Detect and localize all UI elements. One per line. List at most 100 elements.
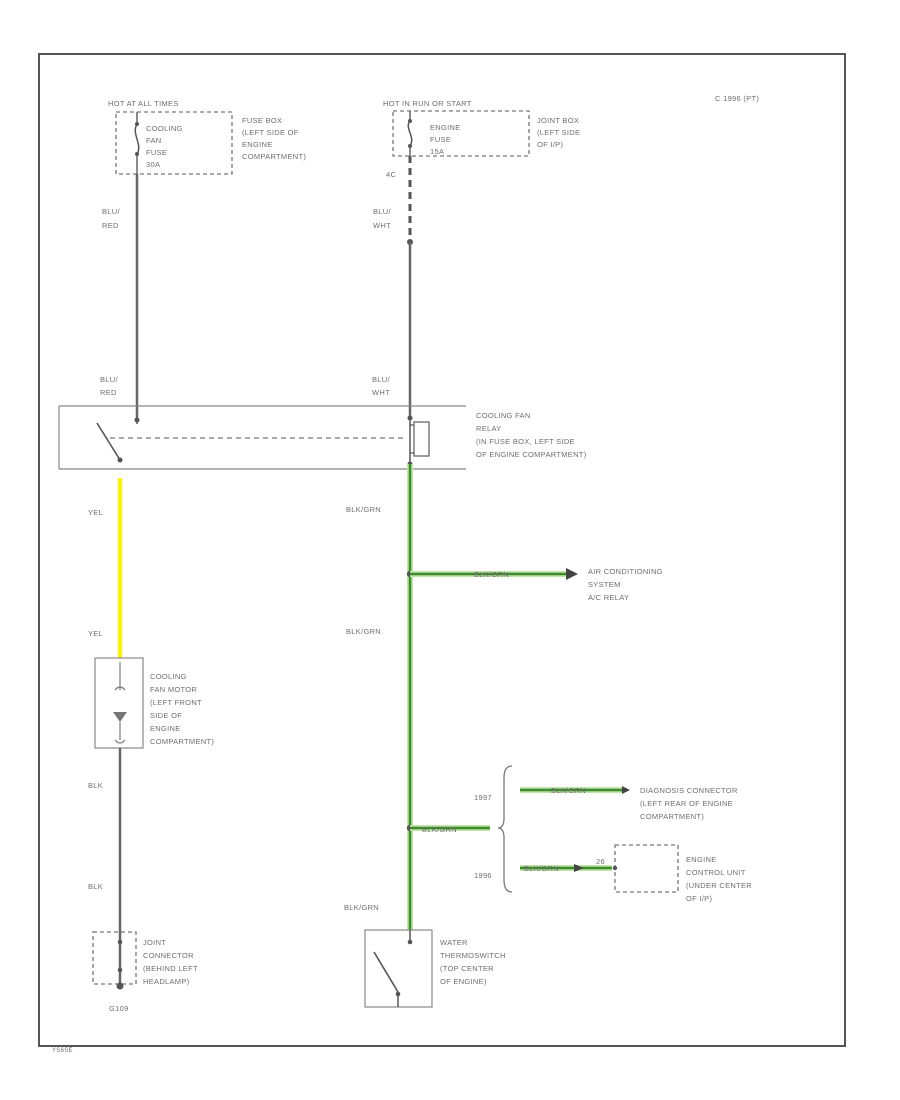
- wire-label-blk-1: BLK: [88, 781, 103, 790]
- joint-connector-pin-top: [117, 939, 123, 945]
- svg-text:ENGINE: ENGINE: [242, 140, 273, 149]
- svg-text:A/C RELAY: A/C RELAY: [588, 593, 629, 602]
- joint-box-location-text: JOINT BOX (LEFT SIDE OF I/P): [537, 116, 580, 149]
- ground-label: G109: [109, 1004, 129, 1013]
- ac-relay-label: AIR CONDITIONING SYSTEM A/C RELAY: [588, 567, 663, 602]
- wire-label-blu-red-relay: BLU/: [100, 375, 118, 384]
- diag-connector-label: DIAGNOSIS CONNECTOR (LEFT REAR OF ENGINE…: [640, 786, 738, 821]
- copyright-code: C 1996 (PT): [715, 94, 759, 103]
- svg-text:THERMOSWITCH: THERMOSWITCH: [440, 951, 506, 960]
- svg-text:OF I/P): OF I/P): [686, 894, 712, 903]
- wire-label-blk-grn-3: BLK/GRN: [344, 903, 379, 912]
- relay-label: COOLING FAN RELAY (IN FUSE BOX, LEFT SID…: [476, 411, 587, 459]
- year-label-1996: 1996: [474, 871, 492, 880]
- relay-coil: [407, 415, 430, 467]
- svg-text:OF ENGINE): OF ENGINE): [440, 977, 487, 986]
- fan-motor-label: COOLING FAN MOTOR (LEFT FRONT SIDE OF EN…: [150, 672, 214, 746]
- left-hot-label: HOT AT ALL TIMES: [108, 99, 179, 108]
- svg-text:FUSE: FUSE: [430, 135, 451, 144]
- engine-fuse-text: ENGINE FUSE 15A: [430, 123, 461, 156]
- figure-ref: YS6SE: [52, 1048, 73, 1054]
- wire-label-yel-1: YEL: [88, 508, 103, 517]
- wire-label-blk-grn-ecu: BLK/GRN: [524, 864, 559, 873]
- svg-text:(UNDER CENTER: (UNDER CENTER: [686, 881, 752, 890]
- wire-label-blk-grn-1: BLK/GRN: [346, 505, 381, 514]
- svg-text:WATER: WATER: [440, 938, 468, 947]
- relay-box: [58, 405, 466, 470]
- wire-label-blk-2: BLK: [88, 882, 103, 891]
- arrow-ac-relay: [566, 568, 578, 580]
- arrow-ecu: [574, 864, 584, 872]
- engine-fuse-box: [392, 110, 530, 157]
- svg-text:DIAGNOSIS CONNECTOR: DIAGNOSIS CONNECTOR: [640, 786, 738, 795]
- svg-text:FUSE: FUSE: [146, 148, 167, 157]
- cooling-fan-fuse-box: [115, 111, 233, 175]
- svg-text:CONNECTOR: CONNECTOR: [143, 951, 194, 960]
- svg-text:COOLING FAN: COOLING FAN: [476, 411, 531, 420]
- svg-text:ENGINE: ENGINE: [686, 855, 717, 864]
- wire-label-blu-wht-relay: BLU/: [372, 375, 390, 384]
- svg-text:(BEHIND LEFT: (BEHIND LEFT: [143, 964, 198, 973]
- svg-text:SYSTEM: SYSTEM: [588, 580, 621, 589]
- fuse-symbol-right: [407, 111, 413, 156]
- wire-label-blu-red-relay-2: RED: [100, 388, 117, 397]
- svg-text:JOINT: JOINT: [143, 938, 166, 947]
- svg-text:COMPARTMENT): COMPARTMENT): [242, 152, 306, 161]
- svg-text:(LEFT SIDE: (LEFT SIDE: [537, 128, 580, 137]
- svg-text:(IN FUSE BOX, LEFT SIDE: (IN FUSE BOX, LEFT SIDE: [476, 437, 575, 446]
- wire-label-blu-wht-top: BLU/: [373, 207, 391, 216]
- wire-label-blk-grn-split: BLK/GRN: [422, 825, 457, 834]
- svg-text:SIDE OF: SIDE OF: [150, 711, 182, 720]
- svg-text:JOINT BOX: JOINT BOX: [537, 116, 579, 125]
- svg-text:COOLING: COOLING: [150, 672, 187, 681]
- ecu-label: ENGINE CONTROL UNIT (UNDER CENTER OF I/P…: [686, 855, 752, 903]
- joint-connector-label: JOINT CONNECTOR (BEHIND LEFT HEADLAMP): [143, 938, 198, 986]
- svg-text:FUSE BOX: FUSE BOX: [242, 116, 282, 125]
- svg-text:FAN MOTOR: FAN MOTOR: [150, 685, 197, 694]
- svg-text:(LEFT FRONT: (LEFT FRONT: [150, 698, 202, 707]
- fan-motor-box: [94, 657, 144, 749]
- wire-label-blu-red-top-2: RED: [102, 221, 119, 230]
- svg-text:COOLING: COOLING: [146, 124, 183, 133]
- wire-label-blk-grn-2: BLK/GRN: [346, 627, 381, 636]
- thermoswitch-label: WATER THERMOSWITCH (TOP CENTER OF ENGINE…: [440, 938, 506, 986]
- wire-label-blk-grn-branch: BLK/GRN: [474, 570, 509, 579]
- wire-label-blk-grn-diag: BLK/GRN: [551, 786, 586, 795]
- fan-motor-symbol: [113, 662, 127, 744]
- ecu-box: [614, 844, 679, 893]
- fuse-box-location-text: FUSE BOX (LEFT SIDE OF ENGINE COMPARTMEN…: [242, 116, 306, 161]
- pin-label-26: 26: [596, 857, 605, 866]
- arrow-diag-connector: [622, 786, 630, 794]
- svg-text:RELAY: RELAY: [476, 424, 502, 433]
- svg-text:(LEFT REAR OF ENGINE: (LEFT REAR OF ENGINE: [640, 799, 733, 808]
- svg-text:OF ENGINE COMPARTMENT): OF ENGINE COMPARTMENT): [476, 450, 587, 459]
- svg-text:FAN: FAN: [146, 136, 162, 145]
- pin-label-4c: 4C: [386, 170, 396, 179]
- wire-label-blu-red-top: BLU/: [102, 207, 120, 216]
- cooling-fan-fuse-text: COOLING FAN FUSE 30A: [146, 124, 183, 169]
- svg-text:15A: 15A: [430, 147, 444, 156]
- svg-text:HEADLAMP): HEADLAMP): [143, 977, 190, 986]
- thermoswitch-symbol: [373, 930, 413, 1007]
- svg-text:(TOP CENTER: (TOP CENTER: [440, 964, 494, 973]
- svg-text:ENGINE: ENGINE: [150, 724, 181, 733]
- right-hot-label: HOT IN RUN OR START: [383, 99, 472, 108]
- diagram-frame: [38, 53, 846, 1047]
- svg-text:CONTROL UNIT: CONTROL UNIT: [686, 868, 746, 877]
- year-bracket: [497, 765, 513, 893]
- svg-text:ENGINE: ENGINE: [430, 123, 461, 132]
- joint-connector-pin-bottom: [117, 967, 123, 973]
- joint-connector-box: [92, 931, 137, 985]
- svg-text:COMPARTMENT): COMPARTMENT): [640, 812, 704, 821]
- wire-label-blu-wht-top-2: WHT: [373, 221, 391, 230]
- svg-text:(LEFT SIDE OF: (LEFT SIDE OF: [242, 128, 299, 137]
- ground-terminal: [116, 982, 124, 990]
- wire-label-yel-2: YEL: [88, 629, 103, 638]
- svg-text:30A: 30A: [146, 160, 160, 169]
- ecu-pin: [612, 865, 618, 871]
- svg-text:COMPARTMENT): COMPARTMENT): [150, 737, 214, 746]
- svg-text:AIR CONDITIONING: AIR CONDITIONING: [588, 567, 663, 576]
- fuse-symbol-left: [134, 112, 140, 174]
- svg-text:OF I/P): OF I/P): [537, 140, 563, 149]
